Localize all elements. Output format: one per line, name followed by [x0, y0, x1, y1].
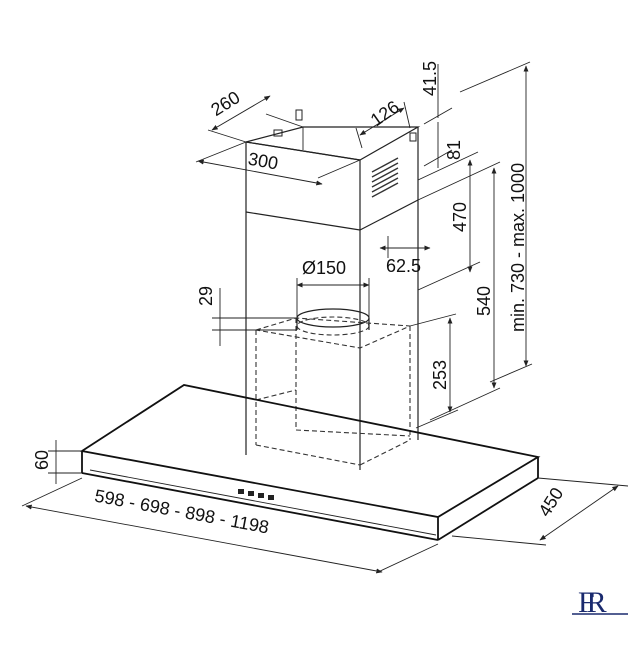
dim-chimney-side: 126	[355, 97, 411, 149]
canopy	[79, 384, 541, 541]
dim-collar: 29	[196, 286, 297, 346]
dim-label-62-5: 62.5	[386, 256, 421, 276]
dim-motor-height: 253	[409, 313, 459, 429]
dim-duct: Ø150 62.5	[296, 236, 431, 318]
dim-label-total: min. 730 - max. 1000	[508, 163, 528, 332]
dim-lower-height: 540	[417, 161, 501, 421]
control-button[interactable]	[248, 491, 254, 496]
dim-canopy-depth: 450	[451, 477, 629, 546]
dim-label-29: 29	[196, 286, 216, 306]
control-button[interactable]	[238, 489, 244, 494]
dim-label-300: 300	[247, 149, 280, 174]
dim-label-540: 540	[474, 286, 494, 316]
dim-label-41-5: 41.5	[420, 61, 440, 96]
dim-label-81: 81	[444, 140, 464, 160]
dim-canopy-thickness: 60	[32, 440, 82, 484]
dim-top-gap: 41.5 81	[420, 61, 464, 168]
lower-chimney	[245, 200, 419, 470]
control-button[interactable]	[258, 493, 264, 498]
bracket-holes	[273, 109, 417, 142]
dim-upper-height: 470	[417, 151, 481, 291]
upper-vent-slots	[371, 157, 399, 198]
dim-label-470: 470	[450, 202, 470, 232]
dim-label-60: 60	[32, 450, 52, 470]
upper-chimney	[245, 109, 421, 231]
duct-collar	[296, 308, 370, 328]
dim-chimney-width: 300	[195, 141, 361, 186]
control-buttons[interactable]	[238, 489, 274, 500]
dim-label-253: 253	[430, 360, 450, 390]
dim-chimney-depth: 260	[207, 87, 304, 143]
dim-total-height: min. 730 - max. 1000	[459, 61, 533, 383]
motor-housing-hidden	[255, 308, 411, 466]
control-button[interactable]	[268, 495, 274, 500]
dim-label-diameter: Ø150	[302, 258, 346, 278]
dim-label-450: 450	[534, 484, 567, 520]
brand-logo: FR	[572, 586, 628, 619]
dim-label-126: 126	[367, 97, 403, 131]
dim-canopy-widths: 598 - 698 - 898 - 1198	[21, 477, 439, 574]
